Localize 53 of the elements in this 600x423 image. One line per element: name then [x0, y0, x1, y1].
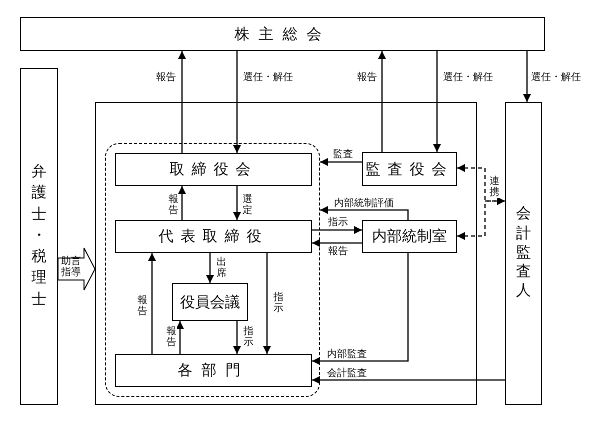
edge-label: 報告: [168, 194, 179, 216]
edge-label: 内部統制評価: [334, 198, 394, 209]
auditor-board-box: 監査役会: [362, 152, 457, 186]
edge-label: 選任・解任: [443, 72, 493, 83]
arrow: [233, 321, 241, 354]
director-box: 代表取締役: [115, 220, 312, 253]
edge-label: 報告: [137, 295, 148, 317]
edge-label: 報告: [166, 326, 177, 348]
edge-label: 選任・解任: [531, 72, 581, 83]
edge-label: 監査: [333, 149, 353, 160]
arrow: [433, 51, 441, 152]
edge-label: 報告: [357, 72, 377, 83]
company-frame: [95, 102, 477, 405]
edge-label: 内部監査: [327, 349, 367, 360]
edge-label: 指示: [328, 217, 348, 228]
arrow: [233, 186, 241, 220]
dashed-group-outline: [105, 143, 320, 397]
edge-label: 報告: [328, 246, 348, 257]
arrow: [312, 226, 362, 234]
arrow: [206, 253, 214, 283]
arrow: [320, 158, 362, 166]
arrow: [178, 186, 186, 220]
advisor-box: [20, 68, 58, 405]
edge-label: 助言指導: [61, 256, 82, 278]
vertical-label: 会計監査人: [516, 205, 532, 302]
meeting-box: 役員会議: [172, 283, 248, 321]
edge-label: 会計監査: [327, 368, 367, 379]
edge-label: 指示: [273, 292, 284, 314]
board-box: 取締役会: [115, 153, 312, 186]
meeting-box: 株主総会: [20, 17, 545, 51]
edge-label: 指示: [243, 326, 254, 348]
department-box: 各部門: [115, 354, 312, 387]
arrow: [312, 239, 362, 247]
arrow: [233, 51, 241, 153]
arrow: [457, 197, 505, 240]
arrow: [320, 206, 409, 220]
block-arrow: [58, 248, 96, 290]
arrow: [176, 321, 184, 354]
auditor-box: [505, 102, 542, 405]
edge-label: 選任・解任: [243, 72, 293, 83]
arrow: [312, 376, 505, 384]
vertical-label: 弁護士・税理士: [31, 162, 47, 310]
arrow: [263, 253, 271, 354]
arrow: [378, 51, 386, 152]
edge-label: 選定: [242, 194, 253, 216]
arrow: [148, 253, 156, 354]
arrow: [178, 51, 186, 153]
edge-label: 報告: [156, 72, 176, 83]
edge-label: 連携: [489, 176, 500, 198]
control-office-box: 内部統制室: [362, 220, 457, 253]
arrow: [523, 51, 531, 102]
arrow: [312, 253, 409, 365]
edge-label: 出席: [216, 257, 227, 279]
